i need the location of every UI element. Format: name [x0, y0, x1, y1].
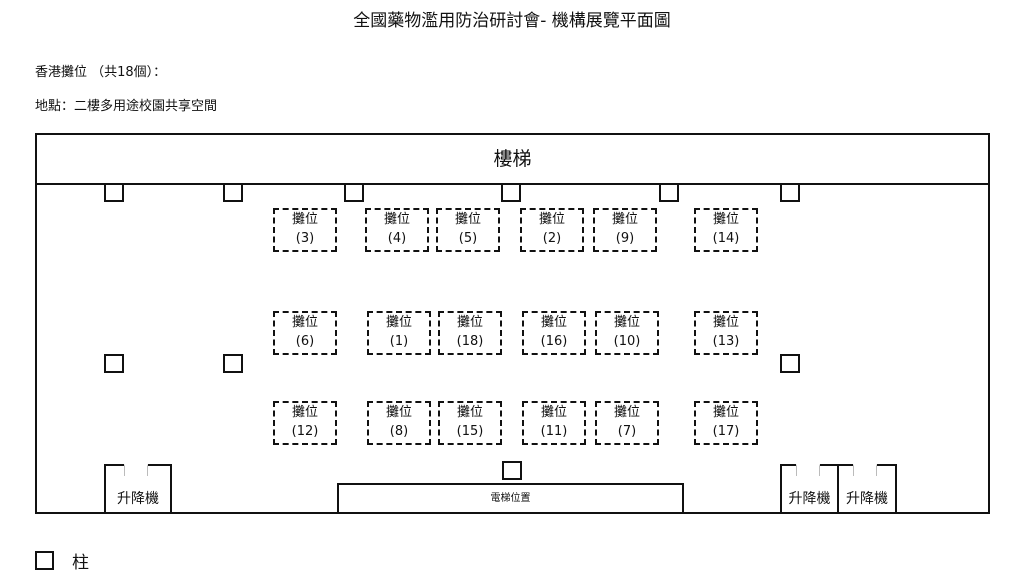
- lift-door-icon: [853, 464, 877, 476]
- lift: 升降機: [104, 464, 172, 512]
- pillar: [104, 354, 124, 373]
- lift-door-icon: [124, 464, 148, 476]
- booth-number: (14): [712, 231, 740, 246]
- booth: 攤位 (16): [522, 311, 586, 355]
- page-title: 全國藥物濫用防治研討會- 機構展覽平面圖: [353, 11, 671, 31]
- booth-label: 攤位: [385, 315, 412, 330]
- pillar: [502, 461, 522, 480]
- booth: 攤位 (10): [595, 311, 659, 355]
- booth-number: (11): [540, 424, 568, 439]
- booth-label: 攤位: [291, 212, 318, 227]
- booth: 攤位 (4): [365, 208, 429, 252]
- booth-label: 攤位: [456, 315, 483, 330]
- booth: 攤位 (1): [367, 311, 431, 355]
- lift-label: 升降機: [788, 491, 831, 507]
- pillar: [501, 183, 521, 202]
- booth: 攤位 (7): [595, 401, 659, 445]
- booth: 攤位 (9): [593, 208, 657, 252]
- booth: 攤位 (18): [438, 311, 502, 355]
- lift: 升降機: [837, 464, 897, 512]
- pillar-legend-label: 柱: [72, 553, 89, 573]
- booth-label: 攤位: [385, 405, 412, 420]
- booth-label: 攤位: [712, 212, 739, 227]
- booth-number: (15): [456, 424, 484, 439]
- pillar: [659, 183, 679, 202]
- booth-label: 攤位: [611, 212, 638, 227]
- booth-label: 攤位: [712, 315, 739, 330]
- booth-label: 攤位: [456, 405, 483, 420]
- elevator-area: 電梯位置: [337, 483, 684, 512]
- booth-number: (9): [615, 231, 635, 246]
- booth: 攤位 (6): [273, 311, 337, 355]
- booth-label: 攤位: [613, 315, 640, 330]
- booth-number: (6): [295, 334, 315, 349]
- booth-number: (10): [613, 334, 641, 349]
- lift-door-icon: [796, 464, 820, 476]
- booth: 攤位 (14): [694, 208, 758, 252]
- booth-number: (2): [542, 231, 562, 246]
- booth-number: (4): [387, 231, 407, 246]
- pillar-legend-icon: [35, 551, 54, 570]
- booth: 攤位 (13): [694, 311, 758, 355]
- booth-number: (17): [712, 424, 740, 439]
- booth: 攤位 (2): [520, 208, 584, 252]
- pillar: [344, 183, 364, 202]
- lift-label: 升降機: [846, 491, 888, 507]
- booth: 攤位 (15): [438, 401, 502, 445]
- booth-count: 香港攤位 （共18個）：: [35, 65, 167, 80]
- booth-label: 攤位: [540, 405, 567, 420]
- stairs: 樓梯: [35, 133, 990, 185]
- booth-number: (13): [712, 334, 740, 349]
- booth-number: (8): [389, 424, 409, 439]
- booth-label: 攤位: [613, 405, 640, 420]
- lift-label: 升降機: [117, 491, 159, 507]
- booth: 攤位 (5): [436, 208, 500, 252]
- booth-number: (18): [456, 334, 484, 349]
- booth-label: 攤位: [291, 315, 318, 330]
- booth-number: (12): [291, 424, 319, 439]
- booth-number: (1): [389, 334, 409, 349]
- booth: 攤位 (17): [694, 401, 758, 445]
- booth-label: 攤位: [712, 405, 739, 420]
- booth-label: 攤位: [538, 212, 565, 227]
- pillar: [780, 354, 800, 373]
- booth-number: (3): [295, 231, 315, 246]
- booth-label: 攤位: [540, 315, 567, 330]
- booth: 攤位 (12): [273, 401, 337, 445]
- booth-number: (7): [617, 424, 637, 439]
- booth-label: 攤位: [291, 405, 318, 420]
- pillar: [223, 183, 243, 202]
- pillar: [104, 183, 124, 202]
- pillar: [780, 183, 800, 202]
- pillar: [223, 354, 243, 373]
- lift: 升降機: [780, 464, 839, 512]
- booth: 攤位 (11): [522, 401, 586, 445]
- location: 地點：二樓多用途校園共享空間: [35, 99, 218, 114]
- booth: 攤位 (8): [367, 401, 431, 445]
- booth-label: 攤位: [454, 212, 481, 227]
- booth-number: (16): [540, 334, 568, 349]
- booth: 攤位 (3): [273, 208, 337, 252]
- booth-number: (5): [458, 231, 478, 246]
- booth-label: 攤位: [383, 212, 410, 227]
